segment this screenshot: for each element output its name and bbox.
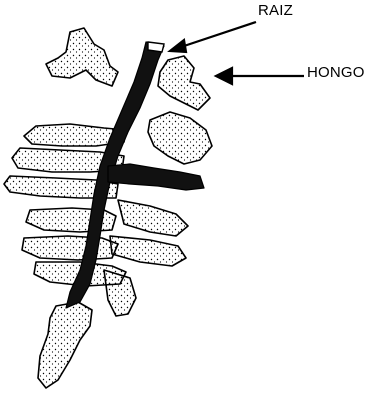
label-raiz: RAIZ (258, 2, 293, 19)
arrow-raiz (178, 22, 256, 48)
fungus-lobe-mid-right (148, 112, 212, 164)
fungus-mass (4, 28, 212, 388)
arrowhead-hongo (216, 68, 232, 84)
fungus-lobe-right-1 (118, 200, 188, 236)
label-hongo: HONGO (307, 64, 365, 81)
fungus-lobe-top-right (158, 56, 210, 110)
fungus-lobe-right-2 (110, 236, 186, 266)
fungus-lobe-left-5 (22, 236, 118, 260)
fungus-lobe-bottom (38, 302, 92, 388)
arrowhead-raiz (170, 40, 186, 52)
fungus-lobe-right-3 (104, 270, 136, 316)
root-tip (148, 42, 164, 52)
root-side-branch (108, 164, 204, 190)
fungus-lobe-top-left (46, 28, 118, 86)
